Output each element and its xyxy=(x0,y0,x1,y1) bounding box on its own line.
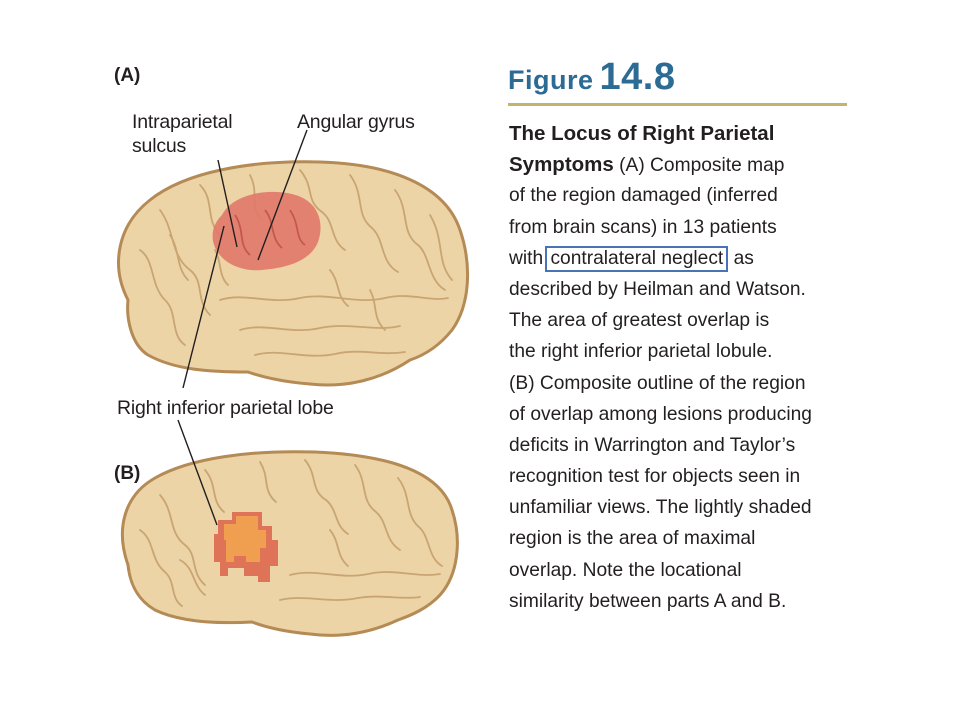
figure-caption: The Locus of Right Parietal Symptoms (A)… xyxy=(509,118,854,617)
caption-line15: overlap. Note the locational xyxy=(509,559,742,581)
caption-line12: recognition test for objects seen in xyxy=(509,466,801,488)
brain-a xyxy=(117,160,469,387)
caption-line8: the right inferior parietal lobule. xyxy=(509,341,773,363)
caption-title-line2: Symptoms xyxy=(509,153,614,177)
caption-line3: of the region damaged (inferred xyxy=(509,185,778,207)
caption-line2-rest: (A) Composite map xyxy=(613,155,785,177)
brain-b xyxy=(120,450,459,637)
caption-title-line1: The Locus of Right Parietal xyxy=(509,122,775,145)
callout-right-inferior-parietal-lobe: Right inferior parietal lobe xyxy=(117,397,334,419)
callout-angular-gyrus: Angular gyrus xyxy=(297,111,415,133)
lesion-a-region xyxy=(212,191,321,271)
figure-number: 14.8 xyxy=(599,56,676,98)
panel-b-label: (B) xyxy=(114,463,141,484)
caption-line5-post: as xyxy=(728,247,754,269)
caption-line16: similarity between parts A and B. xyxy=(509,590,787,612)
figure-word: Figure xyxy=(508,65,594,95)
caption-line13: unfamiliar views. The lightly shaded xyxy=(509,497,812,519)
panel-a-label: (A) xyxy=(114,65,141,86)
callout-intraparietal-line2: sulcus xyxy=(132,135,187,157)
brain-b-outline xyxy=(120,450,459,637)
caption-line11: deficits in Warrington and Taylor’s xyxy=(509,434,796,456)
caption-line10: of overlap among lesions producing xyxy=(509,403,812,425)
caption-line9: (B) Composite outline of the region xyxy=(509,372,806,394)
lesion-b-maximal-overlap xyxy=(224,516,266,562)
callout-intraparietal-sulcus: Intraparietal sulcus xyxy=(132,110,233,158)
caption-line14: region is the area of maximal xyxy=(509,528,756,550)
heading-rule xyxy=(508,103,847,106)
caption-line7: The area of greatest overlap is xyxy=(509,310,770,332)
caption-line5: with contralateral neglect as xyxy=(509,243,854,274)
caption-line6: described by Heilman and Watson. xyxy=(509,278,806,300)
caption-line4: from brain scans) in 13 patients xyxy=(509,216,777,238)
caption-line2: Symptoms (A) Composite map xyxy=(509,149,854,180)
brain-a-outline xyxy=(117,160,469,387)
callout-intraparietal-line1: Intraparietal xyxy=(132,111,233,133)
highlighted-term-contralateral-neglect: contralateral neglect xyxy=(545,245,729,272)
leader-lines xyxy=(177,129,308,526)
caption-line5-pre: with xyxy=(509,247,549,269)
